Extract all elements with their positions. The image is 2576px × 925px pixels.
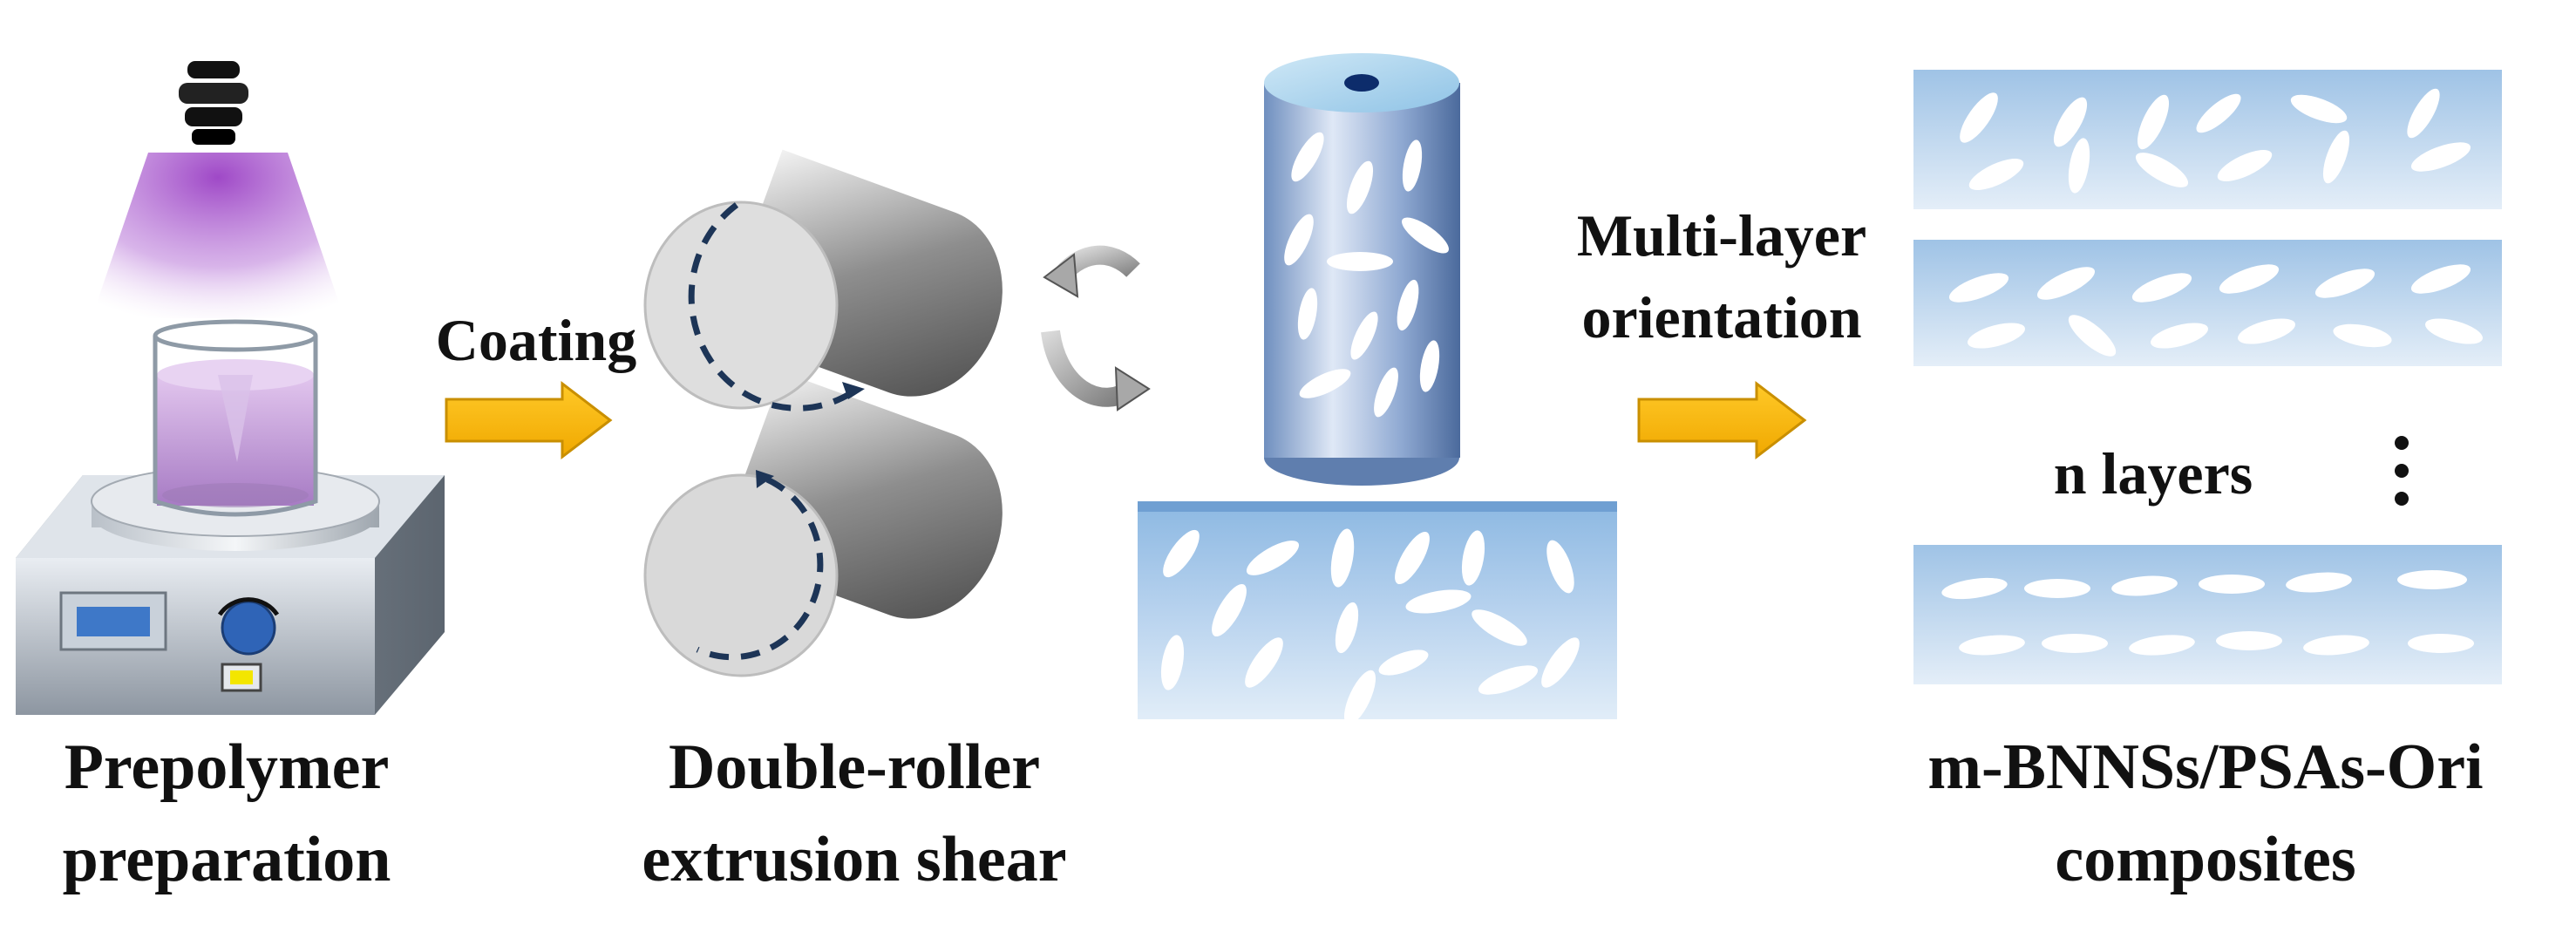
roller-label-1: Double-roller — [668, 731, 1041, 803]
stacked-films — [1913, 70, 2502, 684]
beaker-icon — [153, 319, 318, 517]
multi-layer-label-2: orientation — [1581, 284, 1862, 350]
coating-label: Coating — [435, 307, 637, 373]
film-layer-1 — [1913, 70, 2502, 209]
cylinder-flakes — [1284, 132, 1449, 418]
multi-layer-label-1: Multi-layer — [1576, 202, 1867, 269]
magnetic-stirrer-icon — [16, 466, 445, 715]
composite-label-1: m-BNNSs/PSAs-Ori — [1927, 731, 2484, 803]
coating-arrow — [445, 380, 613, 460]
random-film — [1138, 501, 1617, 725]
rotation-arrows-icon — [1041, 245, 1151, 411]
double-roller-icon — [643, 149, 1003, 677]
film-layer-2 — [1913, 240, 2502, 366]
n-layers-label: n layers — [2053, 440, 2253, 507]
roller-label-2: extrusion shear — [642, 824, 1067, 895]
uv-lamp-icon — [92, 61, 344, 318]
prepolymer-label-1: Prepolymer — [64, 731, 390, 803]
cylinder-icon — [1264, 53, 1460, 486]
orientation-arrow — [1637, 380, 1807, 460]
prepolymer-label-2: preparation — [62, 824, 391, 895]
composite-label-2: composites — [2055, 824, 2356, 895]
film-layer-n — [1913, 545, 2502, 684]
vertical-ellipsis-icon — [2395, 436, 2409, 506]
uv-light-beam — [92, 153, 344, 318]
